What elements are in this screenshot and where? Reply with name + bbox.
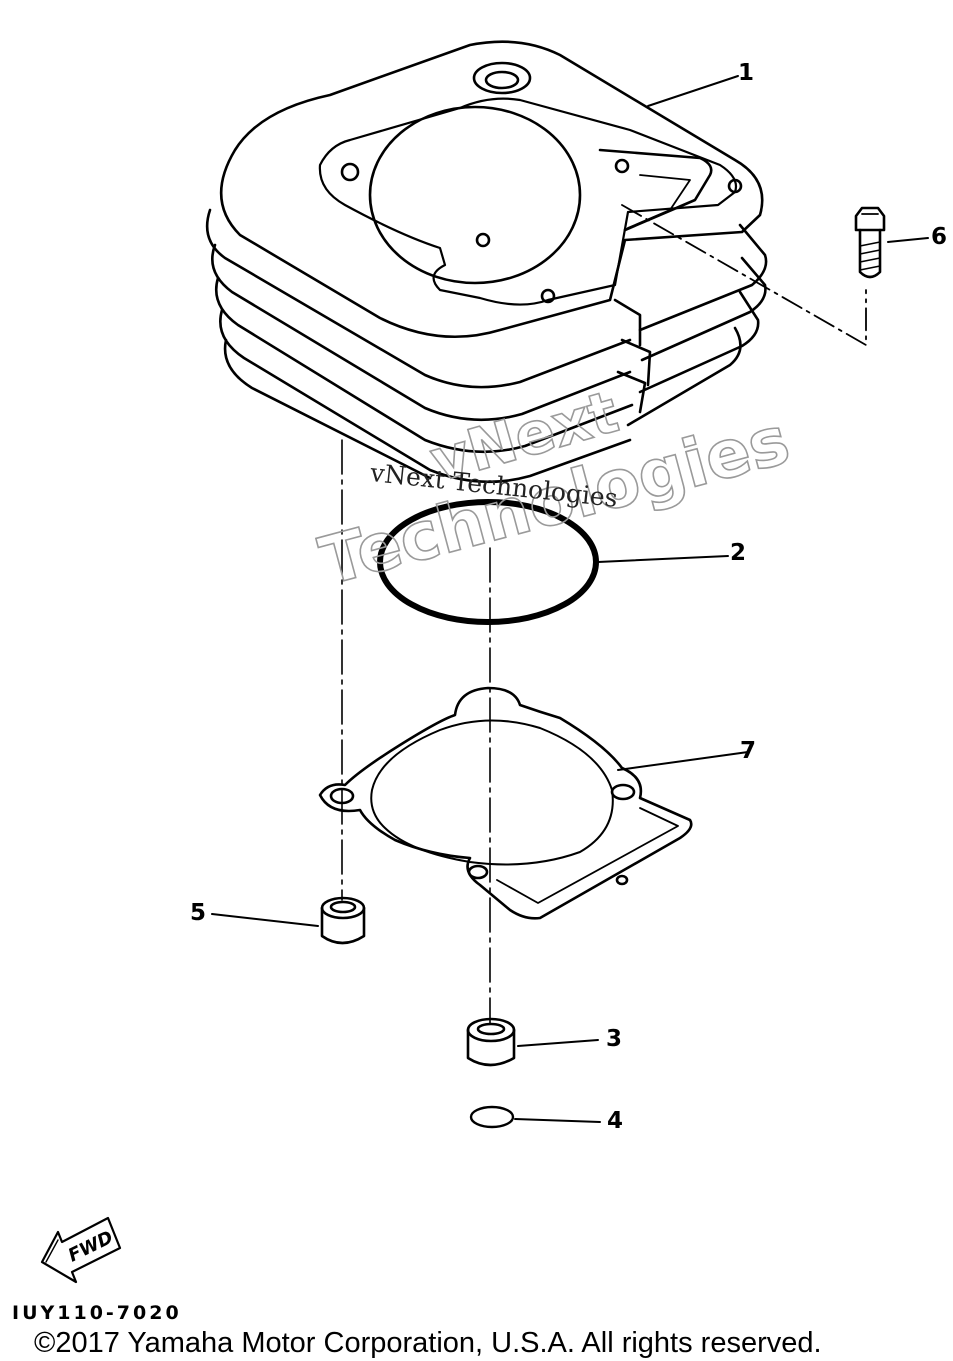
fwd-arrow-icon (40, 1216, 122, 1284)
small-o-ring-part (469, 1105, 601, 1129)
base-gasket-part (318, 686, 749, 920)
o-ring-part (377, 499, 729, 625)
callout-1: 1 (738, 60, 755, 86)
dowel-pin-5-part (211, 896, 366, 945)
callout-4: 4 (607, 1108, 624, 1134)
callout-3: 3 (606, 1026, 623, 1052)
diagram-code: IUY110-7020 (12, 1302, 182, 1324)
bolt-part (854, 206, 929, 279)
copyright-notice: ©2017 Yamaha Motor Corporation, U.S.A. A… (34, 1327, 822, 1359)
callout-6: 6 (931, 224, 948, 250)
cylinder-part (205, 40, 867, 484)
alignment-lines (341, 439, 491, 1025)
callout-7: 7 (740, 738, 757, 764)
callout-2: 2 (730, 540, 747, 566)
dowel-pin-3-part (466, 1017, 599, 1067)
callout-5: 5 (190, 900, 207, 926)
fwd-label: FWD (65, 1227, 117, 1267)
